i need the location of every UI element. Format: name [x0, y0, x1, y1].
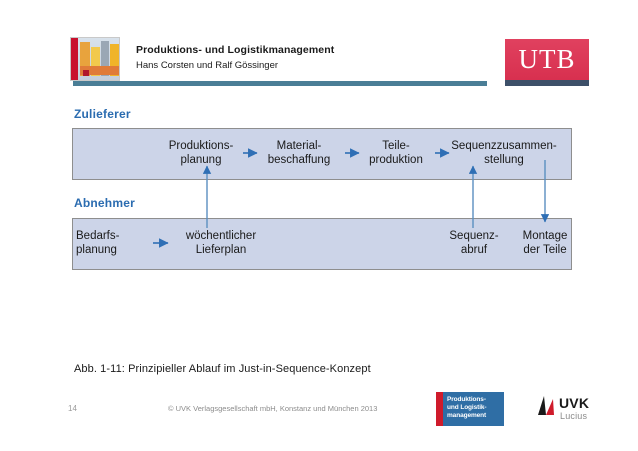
copyright-notice: © UVK Verlagsgesellschaft mbH, Konstanz … [168, 404, 378, 413]
cover-shape-3 [101, 41, 109, 76]
node-line-2: stellung [484, 154, 524, 166]
uvk-logo-name: UVK [559, 395, 590, 411]
node-line-2: Lieferplan [195, 244, 247, 256]
node-line-2: abruf [460, 244, 488, 256]
book-cover-thumbnail-icon: Produktions- und Logistik- management [436, 392, 504, 426]
band-label-customer: Abnehmer [74, 196, 135, 210]
figure-caption: Abb. 1-11: Prinzipieller Ablauf im Just-… [74, 363, 371, 375]
node-materialbeschaffung: Material- beschaffung [256, 139, 342, 167]
uvk-lucius-logo: UVK Lucius [535, 394, 617, 426]
cover-shape-5 [80, 66, 119, 75]
utb-logo-text: UTB [518, 44, 576, 74]
node-line-1: Sequenzzusammen- [451, 140, 557, 152]
book-thumbnail-line-2: und Logistik- [447, 404, 487, 411]
cover-shape-1 [80, 42, 90, 76]
node-line-1: Sequenz- [449, 230, 499, 242]
book-thumbnail-text: Produktions- und Logistik- management [447, 396, 487, 420]
band-customer [72, 218, 572, 270]
header-subtitle: Hans Corsten und Ralf Gössinger [136, 60, 279, 71]
node-montage-der-teile: Montage der Teile [510, 229, 580, 257]
uvk-logo-sub: Lucius [560, 411, 588, 421]
node-line-1: Produktions- [168, 140, 234, 152]
node-sequenzzusammenstellung: Sequenzzusammen- stellung [442, 139, 566, 167]
node-line-1: Montage [522, 230, 568, 242]
node-line-2: beschaffung [267, 154, 331, 166]
cover-shape-4 [110, 44, 119, 76]
book-thumbnail-spine [436, 392, 443, 426]
node-line-2: produktion [369, 154, 423, 166]
node-line-1: wöchentlicher [185, 230, 257, 242]
utb-logo: UTB [505, 39, 589, 80]
book-thumbnail-line-3: management [447, 412, 487, 419]
node-sequenzabruf: Sequenz- abruf [438, 229, 510, 257]
band-supplier [72, 128, 572, 180]
node-line-1: Material- [276, 140, 322, 152]
page-number: 14 [68, 404, 77, 413]
book-spine [71, 38, 78, 80]
header-divider-accent [505, 80, 589, 86]
node-woechentlicher-lieferplan: wöchentlicher Lieferplan [166, 229, 276, 257]
node-line-1: Bedarfs- [76, 230, 120, 242]
node-line-1: Teile- [382, 140, 410, 152]
cover-shape-6 [83, 70, 89, 76]
book-thumbnail-line-1: Produktions- [447, 396, 486, 403]
node-bedarfsplanung: Bedarfs- planung [76, 229, 150, 257]
cover-shape-2 [91, 47, 100, 76]
uvk-sail-icon [538, 396, 554, 415]
node-line-2: planung [180, 154, 222, 166]
book-cover-icon [70, 37, 120, 81]
node-line-2: planung [76, 244, 117, 256]
header-divider [73, 81, 487, 86]
node-line-2: der Teile [523, 244, 567, 256]
node-produktionsplanung: Produktions- planung [160, 139, 242, 167]
node-teileproduktion: Teile- produktion [360, 139, 432, 167]
band-label-supplier: Zulieferer [74, 107, 131, 121]
header-title: Produktions- und Logistikmanagement [136, 44, 335, 56]
